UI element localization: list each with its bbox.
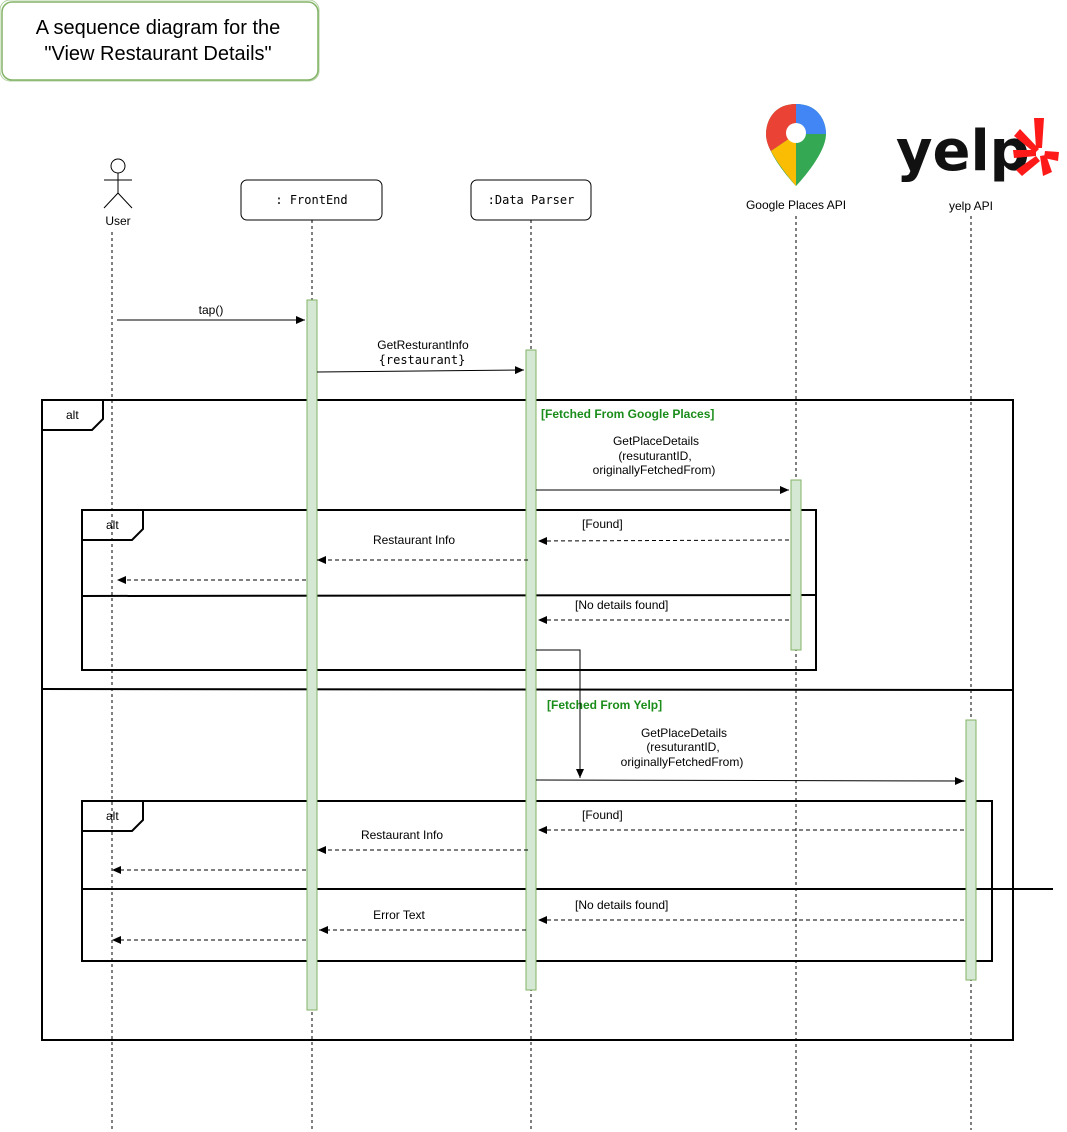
inner-alt-divider-1 bbox=[81, 594, 817, 597]
title-line-1: A sequence diagram for the bbox=[36, 17, 281, 39]
gpd-yelp-label-3: originallyFetchedFrom) bbox=[621, 755, 744, 769]
not-found-label-1: [No details found] bbox=[575, 598, 668, 612]
inner-alt-tab-2 bbox=[82, 801, 144, 832]
outer-alt-label: alt bbox=[66, 408, 79, 422]
gpd-yelp-label-2: (resuturantID, bbox=[646, 740, 719, 754]
yelp-wordmark: yelp bbox=[896, 119, 1030, 184]
inner-alt-frame-1 bbox=[81, 509, 817, 671]
yelp-burst-icon bbox=[1013, 118, 1059, 176]
get-info-label-1: GetResturantInfo bbox=[377, 338, 469, 352]
gpd-google-label-2: (resuturantID, bbox=[618, 449, 691, 463]
parser-activation bbox=[525, 349, 537, 991]
parser-participant bbox=[470, 179, 592, 221]
yelp-label: yelp API bbox=[949, 199, 993, 213]
not-found-label-2: [No details found] bbox=[575, 898, 668, 912]
inner-alt-label-2: alt bbox=[106, 809, 119, 823]
inner-alt-label-1: alt bbox=[106, 518, 119, 532]
gpd-google-label-3: originallyFetchedFrom) bbox=[593, 463, 716, 477]
google-activation bbox=[790, 479, 802, 651]
inner-alt-tab-1 bbox=[82, 510, 144, 541]
user-label: User bbox=[105, 214, 130, 228]
tap-label: tap() bbox=[199, 303, 224, 317]
parser-label: :Data Parser bbox=[488, 193, 575, 207]
guard-yelp: [Fetched From Yelp] bbox=[547, 698, 662, 712]
frontend-participant bbox=[240, 179, 383, 221]
title-line-2: "View Restaurant Details" bbox=[44, 43, 271, 65]
frontend-label: : FrontEnd bbox=[275, 193, 347, 207]
restaurant-info-label-1: Restaurant Info bbox=[373, 533, 455, 547]
user-actor-icon bbox=[103, 158, 133, 209]
gpd-yelp-label-1: GetPlaceDetails bbox=[641, 726, 727, 740]
guard-google: [Fetched From Google Places] bbox=[541, 407, 714, 421]
get-info-label-2: {restaurant} bbox=[379, 353, 466, 367]
fallback-to-yelp-arrow bbox=[536, 649, 584, 778]
google-found-reply bbox=[537, 536, 790, 545]
yelp-activation bbox=[965, 719, 977, 981]
gpd-yelp-arrow bbox=[535, 776, 965, 785]
google-maps-icon bbox=[766, 104, 826, 186]
get-info-arrow bbox=[316, 366, 525, 375]
error-text-label: Error Text bbox=[373, 908, 425, 922]
yelp-logo: yelp bbox=[896, 118, 1059, 184]
restaurant-info-label-2: Restaurant Info bbox=[361, 828, 443, 842]
outer-alt-tab bbox=[42, 400, 104, 431]
title-note: A sequence diagram for the "View Restaur… bbox=[0, 0, 320, 82]
found-label-1: [Found] bbox=[582, 517, 623, 531]
google-label: Google Places API bbox=[746, 198, 846, 212]
gpd-google-label-1: GetPlaceDetails bbox=[613, 434, 699, 448]
frontend-activation bbox=[306, 299, 318, 1011]
found-label-2: [Found] bbox=[582, 808, 623, 822]
inner-alt-frame-2 bbox=[81, 800, 993, 962]
